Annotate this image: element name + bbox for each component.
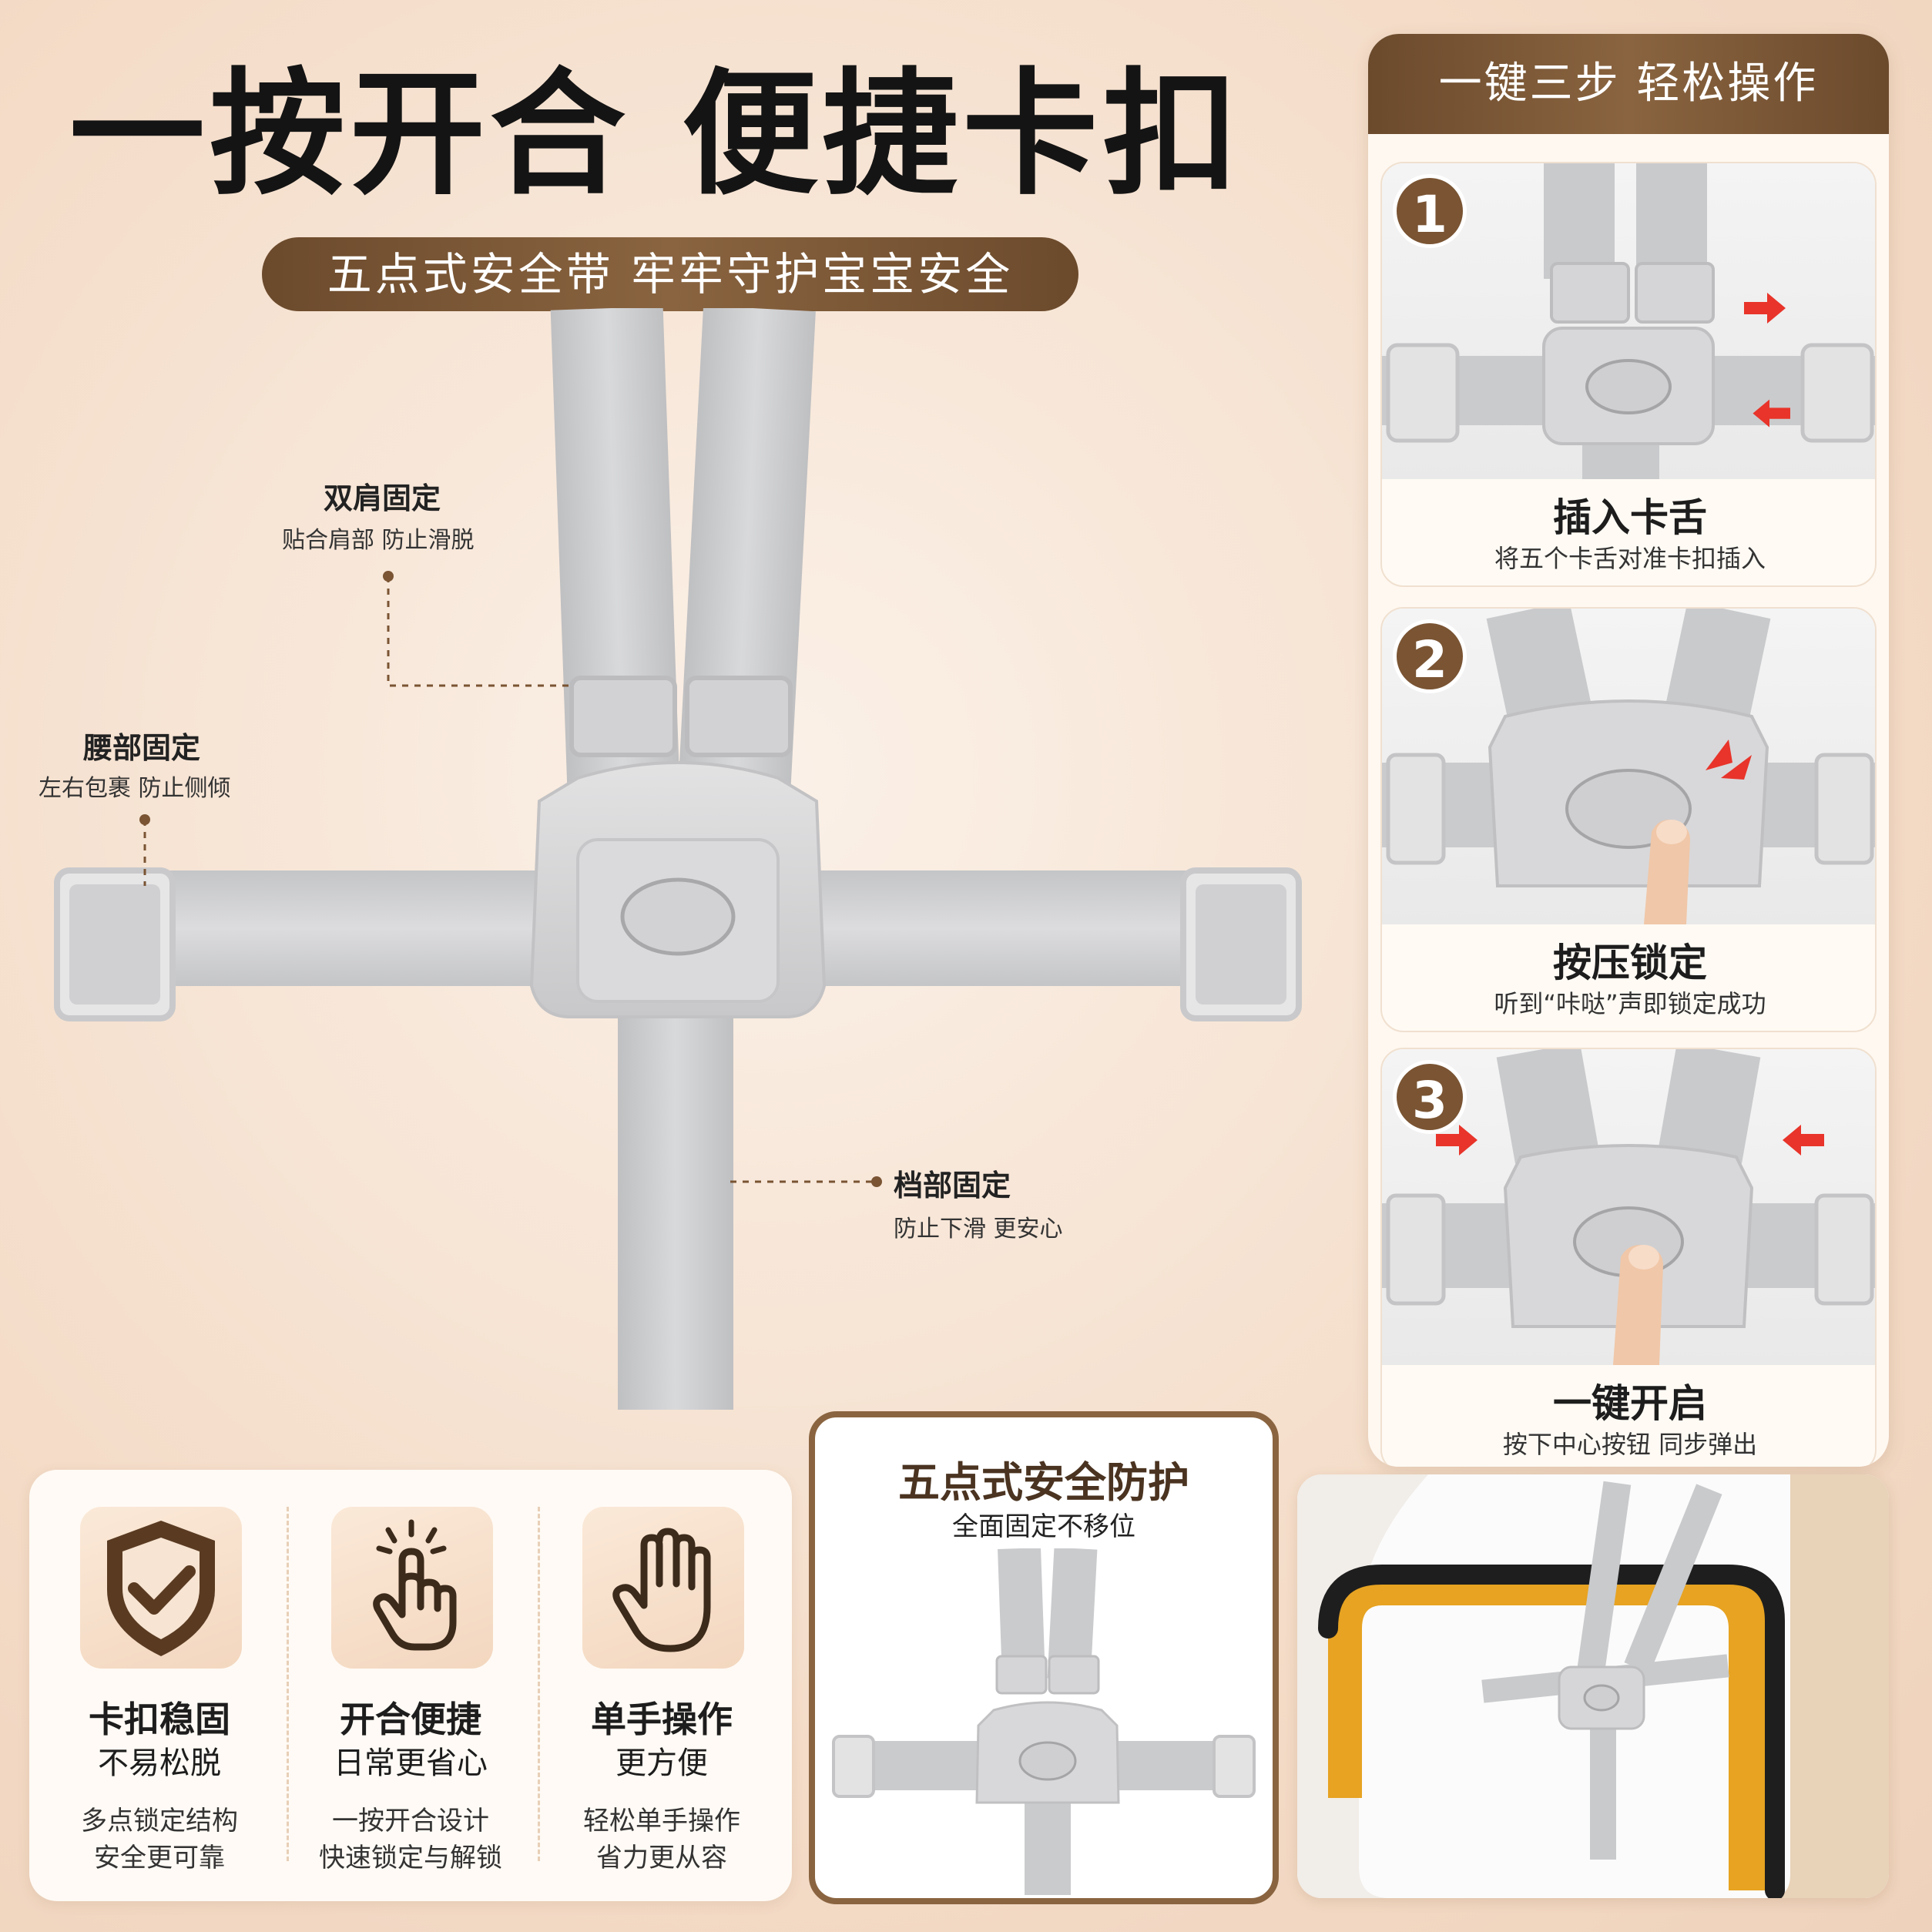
- feature-stable-desc-1: 多点锁定结构: [81, 1806, 238, 1836]
- feature-one-hand: 单手操作 更方便 轻松单手操作 省力更从容: [542, 1507, 781, 1892]
- subtitle-pill: 五点式安全带 牢牢守护宝宝安全: [262, 237, 1078, 311]
- step-2-title: 按压锁定: [1553, 941, 1707, 985]
- five-point-subtitle: 全面固定不移位: [952, 1511, 1135, 1542]
- feature-convenient-desc-1: 一按开合设计: [332, 1806, 489, 1836]
- crotch-callout-text: 防止下滑 更安心: [894, 1216, 1063, 1243]
- feature-convenient-desc-2: 快速锁定与解锁: [319, 1843, 502, 1873]
- five-point-card: 五点式安全防护 全面固定不移位: [809, 1411, 1279, 1904]
- page-title: 一按开合 便捷卡扣: [69, 55, 1243, 213]
- feature-stable-title: 卡扣稳固: [89, 1699, 230, 1740]
- feature-stable-icon-box: [80, 1507, 242, 1669]
- step-1-number: 1: [1393, 174, 1467, 248]
- finger-tap-icon: [373, 1519, 457, 1651]
- step-1-title: 插入卡舌: [1553, 495, 1707, 540]
- step-3-illustration: [1382, 1049, 1875, 1365]
- shoulder-callout-text: 贴合肩部 防止滑脱: [282, 527, 475, 554]
- step-card-1: 1 插入卡舌 将五个卡舌对准卡扣插入: [1380, 162, 1877, 587]
- step-2-number: 2: [1393, 619, 1467, 693]
- feature-one-hand-sub: 更方便: [615, 1746, 708, 1781]
- five-point-title: 五点式安全防护: [898, 1458, 1189, 1507]
- step-3-title: 一键开启: [1553, 1381, 1707, 1426]
- feature-one-hand-desc-2: 省力更从容: [596, 1843, 727, 1873]
- waist-callout-title: 腰部固定: [83, 731, 201, 765]
- right-shoulder-adjuster: [685, 676, 793, 757]
- feature-convenient-sub: 日常更省心: [334, 1746, 488, 1781]
- step-card-2: 2 按压锁定 听到“咔哒”声即锁定成功: [1380, 607, 1877, 1032]
- feature-divider-1: [287, 1507, 289, 1861]
- high-chair-illustration: [1297, 1474, 1889, 1898]
- hand-icon: [612, 1528, 711, 1652]
- step-1-photo: [1382, 163, 1875, 479]
- feature-convenient-title: 开合便捷: [340, 1699, 481, 1740]
- step-3-photo: [1382, 1049, 1875, 1365]
- feature-stable-sub: 不易松脱: [98, 1746, 221, 1781]
- step-2-photo: [1382, 609, 1875, 924]
- left-shoulder-adjuster: [569, 676, 677, 757]
- step-1-illustration: [1382, 163, 1875, 479]
- feature-stable-desc-2: 安全更可靠: [94, 1843, 225, 1873]
- chair-photo: [1297, 1474, 1889, 1898]
- steps-header: 一键三步 轻松操作: [1368, 34, 1889, 134]
- five-point-illustration: [832, 1548, 1256, 1895]
- shield-check-icon: [107, 1521, 215, 1656]
- shoulder-callout-title: 双肩固定: [324, 481, 441, 515]
- feature-one-hand-title: 单手操作: [591, 1699, 733, 1740]
- step-card-3: 3 一键开启 按下中心按钮 同步弹出: [1380, 1048, 1877, 1467]
- feature-stable: 卡扣稳固 不易松脱 多点锁定结构 安全更可靠: [40, 1507, 279, 1892]
- feature-convenient-icon-box: [331, 1507, 493, 1669]
- right-waist-adjuster-inner: [1196, 884, 1286, 1005]
- step-2-illustration: [1382, 609, 1875, 924]
- left-waist-adjuster-inner: [69, 884, 160, 1005]
- step-1-desc: 将五个卡舌对准卡扣插入: [1494, 544, 1766, 573]
- feature-one-hand-icon-box: [582, 1507, 744, 1669]
- crotch-strap: [618, 986, 733, 1410]
- step-2-desc: 听到“咔哒”声即锁定成功: [1494, 989, 1766, 1018]
- steps-panel: 一键三步 轻松操作 1 插入卡舌 将五个卡舌对准卡扣插入: [1368, 34, 1889, 1467]
- feature-divider-2: [538, 1507, 540, 1861]
- feature-one-hand-desc-1: 轻松单手操作: [583, 1806, 740, 1836]
- features-card: 卡扣稳固 不易松脱 多点锁定结构 安全更可靠 开合便捷 日常更省心 一按开合设计…: [29, 1470, 792, 1901]
- harness-illustration: [54, 308, 1302, 1410]
- step-3-number: 3: [1393, 1060, 1467, 1134]
- feature-convenient: 开合便捷 日常更省心 一按开合设计 快速锁定与解锁: [291, 1507, 530, 1892]
- waist-callout-text: 左右包裹 防止侧倾: [39, 775, 231, 802]
- buckle-button: [620, 877, 736, 956]
- crotch-callout-title: 档部固定: [894, 1169, 1011, 1202]
- step-3-desc: 按下中心按钮 同步弹出: [1502, 1430, 1758, 1459]
